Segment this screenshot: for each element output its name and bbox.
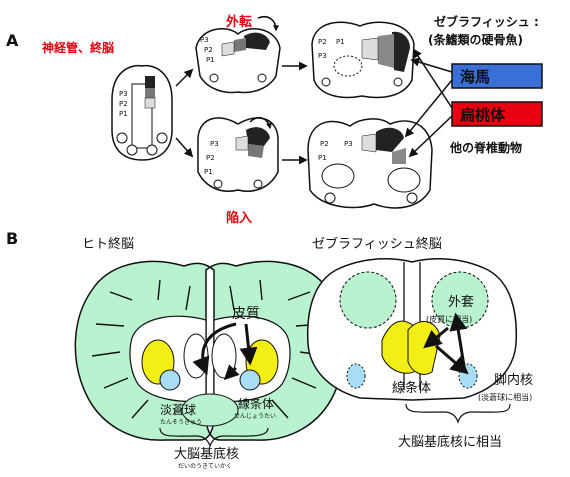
p2-label: P2 <box>320 140 329 148</box>
p3-label: P3 <box>210 140 219 148</box>
other-vertebrates-label: 他の脊椎動物 <box>449 140 522 155</box>
hippocampus-box <box>451 63 543 89</box>
evagination-curve-arrow <box>249 117 272 130</box>
entopeduncular-label: 脚内核 <box>494 372 533 388</box>
p2-label: P2 <box>206 154 215 162</box>
pallium-note: (皮質に相当) <box>426 314 472 324</box>
evagination-label: 陥入 <box>226 210 252 226</box>
zebrafish-telencephalon-title: ゼブラフィッシュ終脳 <box>312 236 442 252</box>
p3-label: P3 <box>200 36 209 44</box>
fish-basal-ganglia-bracket <box>405 403 511 424</box>
striatum-to-pallidum-arrow <box>223 364 240 381</box>
hippocampus-label: 海馬 <box>460 68 490 86</box>
striatum-to-entopeduncular-arrow <box>435 344 469 375</box>
amygdala-pointer-bottom <box>408 115 453 158</box>
zebrafish-brain-diagram <box>306 257 518 401</box>
zebrafish-adult-diagram: P2 P1 P3 <box>311 21 415 99</box>
arrow-to-evagination <box>175 137 194 158</box>
neural-tube-diagram: P3 P2 P1 <box>111 64 173 161</box>
eversion-label: 外転 <box>225 14 252 30</box>
teleost-label: (条鰭類の硬骨魚) <box>428 32 523 47</box>
p3-label: P3 <box>344 140 353 148</box>
pallidum-label: 淡蒼球 <box>160 403 196 417</box>
eversion-curve-arrow <box>257 16 279 32</box>
p1-label: P1 <box>119 110 128 118</box>
p1-label: P1 <box>336 38 345 46</box>
panel-b-label: B <box>6 229 18 248</box>
fish-basal-ganglia-label: 大脳基底核に相当 <box>398 434 502 450</box>
striatum-label: 線条体 <box>238 396 274 411</box>
panel-a-label: A <box>6 31 19 50</box>
p3-label: P3 <box>318 52 327 60</box>
p2-label: P2 <box>318 38 327 46</box>
neural-tube-label: 神経管、終脳 <box>42 40 114 55</box>
pallium-label: 外套 <box>448 294 474 310</box>
human-basal-ganglia-ruby: だいのうきていかく <box>178 463 232 470</box>
evagination-diagram: P3 P2 P1 <box>197 117 279 192</box>
amygdala-box <box>451 101 543 127</box>
cortex-label: 皮質 <box>232 306 260 322</box>
striatum-ruby: せんじょうたい <box>234 413 276 420</box>
arrow-to-eversion <box>175 68 194 87</box>
human-basal-ganglia-label: 大脳基底核 <box>174 446 239 462</box>
amygdala-pointer-top <box>413 48 453 109</box>
eversion-diagram: P3 P2 P1 <box>195 28 281 94</box>
pallium-to-striatum-arrow <box>423 326 449 349</box>
zebrafish-label: ゼブラフィッシュ : <box>434 14 539 29</box>
p2-label: P2 <box>119 100 128 108</box>
striatum-to-pallium-arrow <box>449 312 468 367</box>
hippocampus-pointer-bottom <box>404 79 453 138</box>
p1-label: P1 <box>206 56 215 64</box>
cortex-arrow-right <box>239 323 258 366</box>
human-brain-diagram <box>74 260 346 441</box>
pallidum-ruby: たんそうきゅう <box>160 419 202 426</box>
p3-label: P3 <box>119 90 128 98</box>
cortex-arrow-left <box>192 322 237 376</box>
p1-label: P1 <box>318 154 327 162</box>
human-basal-ganglia-bracket <box>159 427 269 448</box>
other-vertebrates-diagram: P2 P3 P1 <box>307 118 433 209</box>
hippocampus-pointer-top <box>410 57 453 73</box>
entopeduncular-note: (淡蒼球に相当) <box>478 392 532 402</box>
fish-striatum-label: 線条体 <box>392 380 431 396</box>
p2-label: P2 <box>204 46 213 54</box>
amygdala-label: 扁桃体 <box>460 106 506 124</box>
human-telencephalon-title: ヒト終脳 <box>82 236 134 252</box>
p1-label: P1 <box>204 168 213 176</box>
